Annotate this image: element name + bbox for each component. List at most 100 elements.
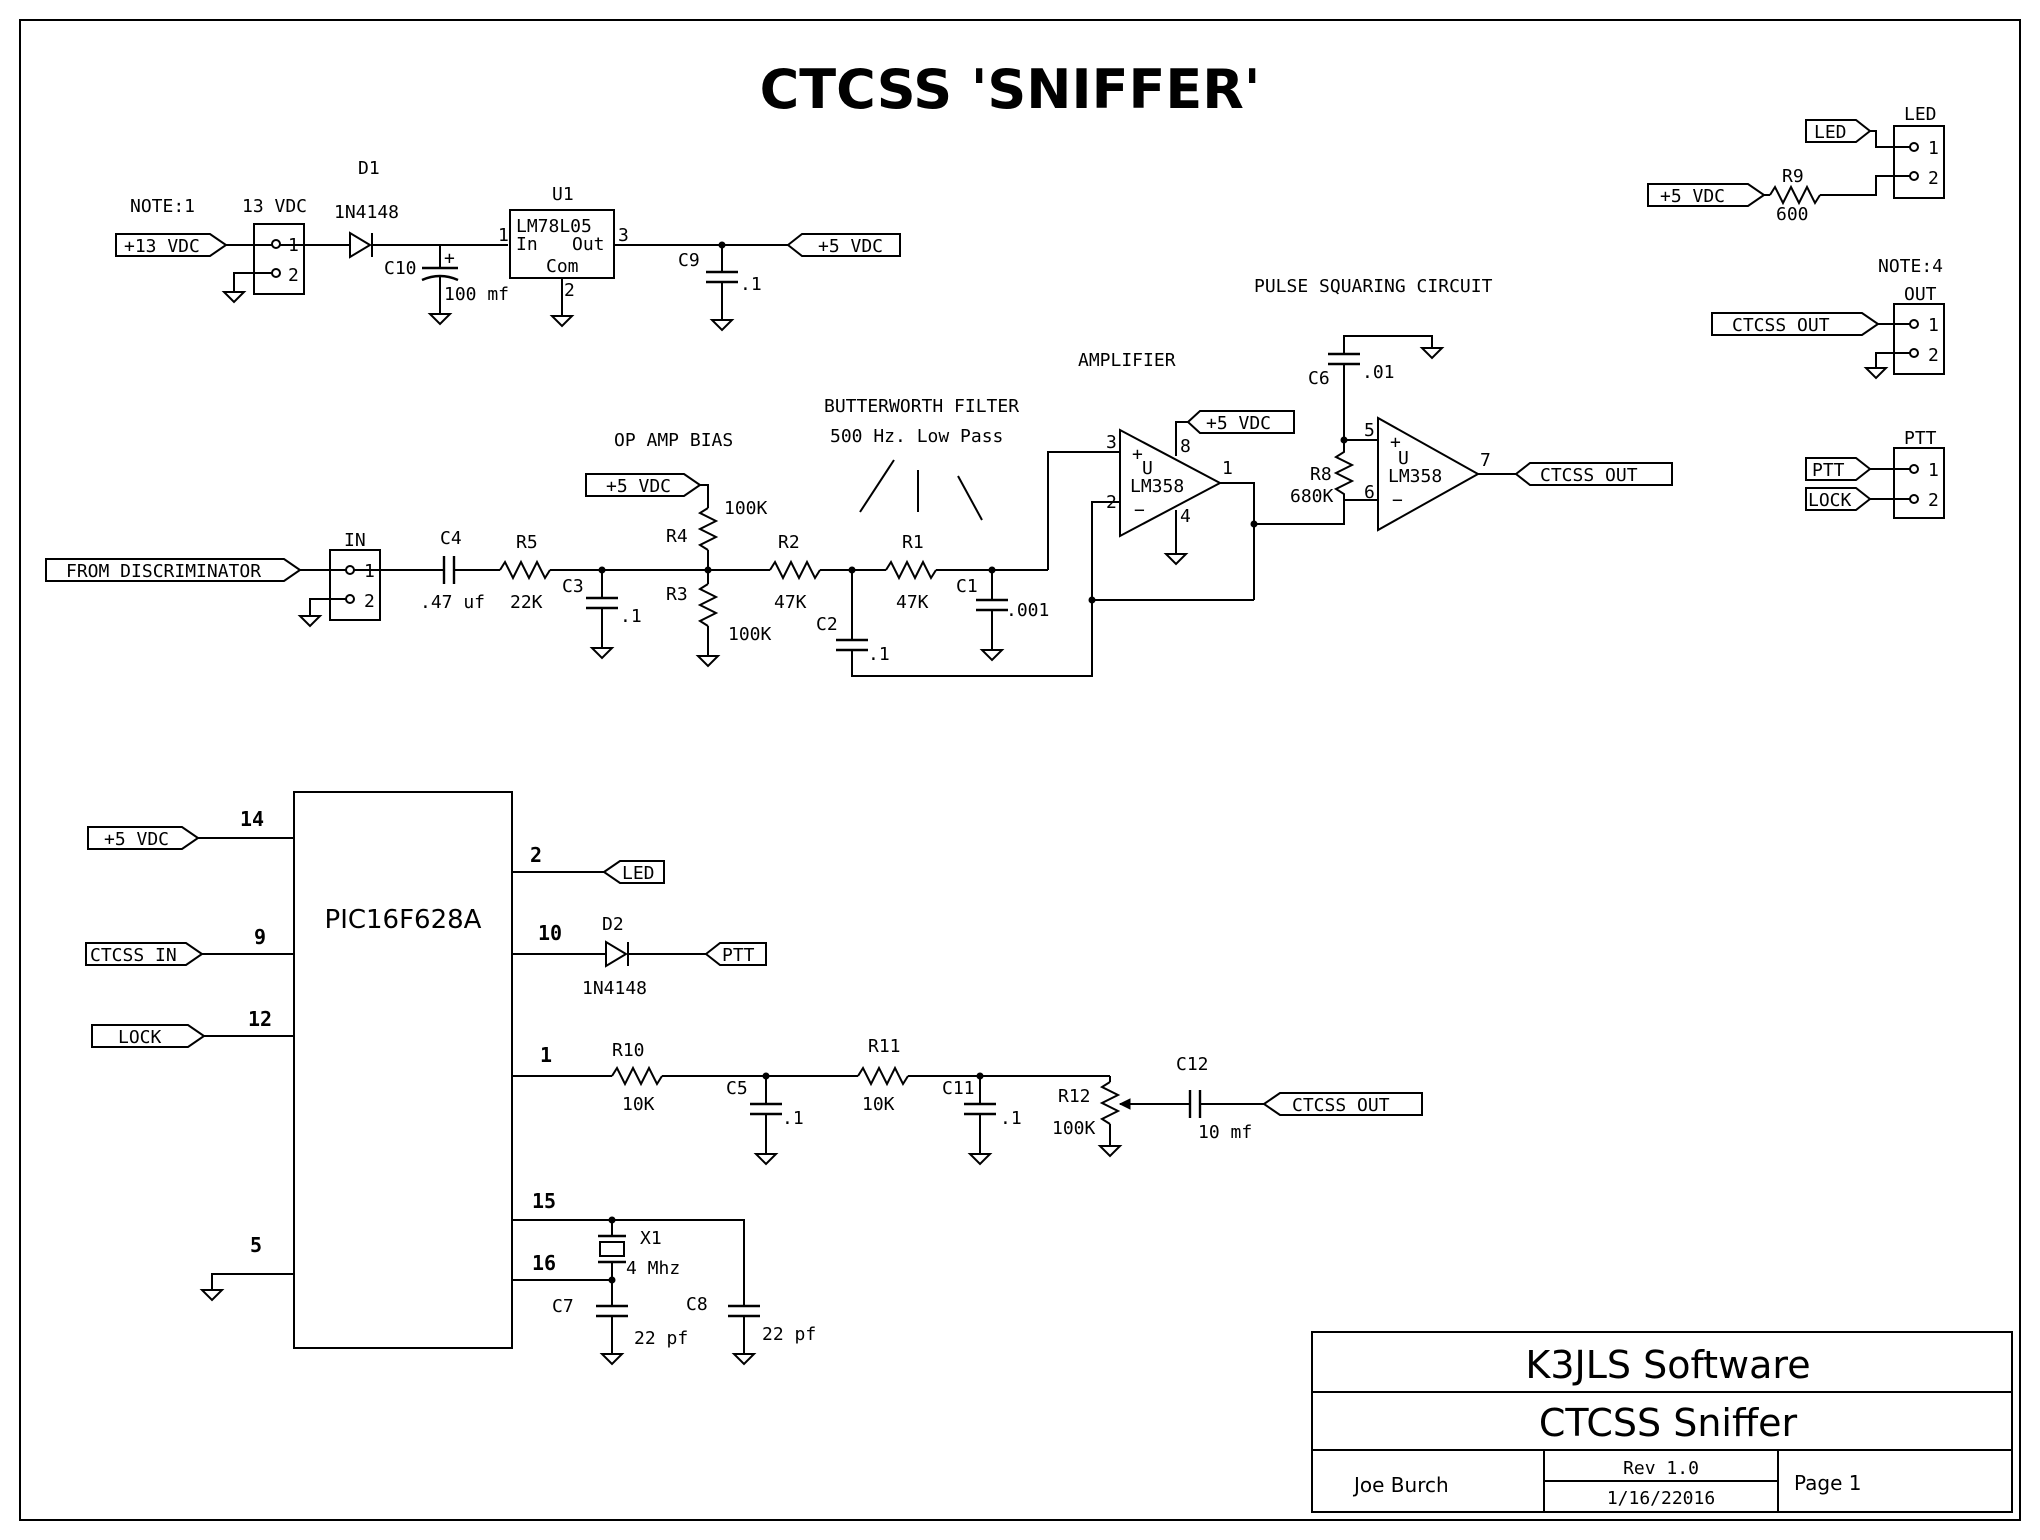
c4-ref: C4 [440,528,462,549]
section-filter-1: BUTTERWORTH FILTER [824,396,1019,417]
svg-text:LM358: LM358 [1130,476,1184,497]
svg-text:1: 1 [1928,138,1939,159]
svg-text:U: U [1398,448,1409,469]
port-from-discriminator: FROM DISCRIMINATOR [45,558,302,582]
svg-text:+: + [1132,444,1143,465]
ground-symbol [221,291,247,304]
c9-ref: C9 [678,250,700,271]
svg-text:+5 VDC: +5 VDC [104,829,169,850]
x1-value: 4 Mhz [626,1258,680,1279]
note-1-label: NOTE:1 [130,196,195,217]
c5-value: .1 [782,1108,804,1129]
d1-ref: D1 [358,158,380,179]
svg-text:2: 2 [530,843,542,867]
svg-text:14: 14 [240,807,264,831]
svg-text:LOCK: LOCK [118,1027,162,1048]
r2-value: 47K [774,592,807,613]
port-ptt-pic: PTT [704,942,767,966]
port-5vdc-led: +5 VDC [1647,183,1766,207]
port-13vdc-text: +13 VDC [124,236,200,257]
svg-text:−: − [1134,500,1145,521]
r10-ref: R10 [612,1040,645,1061]
tb-date: 1/16/22016 [1607,1488,1715,1509]
svg-text:1: 1 [1222,458,1233,479]
section-amplifier: AMPLIFIER [1078,350,1176,371]
r3-value: 100K [728,624,772,645]
svg-text:7: 7 [1480,450,1491,471]
c6-ref: C6 [1308,368,1330,389]
potentiometer-r12 [1099,1081,1121,1125]
port-lock-right: LOCK [1805,487,1872,511]
svg-text:3: 3 [618,225,629,246]
port-ptt-right: PTT [1805,457,1872,481]
svg-text:12: 12 [248,1007,272,1031]
svg-text:LED: LED [1814,122,1847,143]
tb-company: K3JLS Software [1525,1343,1810,1387]
u1-ref: U1 [552,184,574,205]
title-block: K3JLS Software CTCSS Sniffer Joe Burch R… [1311,1331,2013,1513]
svg-text:2: 2 [1928,490,1939,511]
c11-value: .1 [1000,1108,1022,1129]
opamp-squaring [1377,416,1481,532]
note-4-label: NOTE:4 [1878,256,1943,277]
sheet-border [19,19,2021,1521]
svg-text:15: 15 [532,1189,556,1213]
c12-ref: C12 [1176,1054,1209,1075]
c10-value: 100 mf [444,284,509,305]
port-lock-pic: LOCK [91,1024,206,1048]
svg-text:LM78L05: LM78L05 [516,216,592,237]
svg-text:CTCSS OUT: CTCSS OUT [1540,465,1638,486]
port-5vdc-pic: +5 VDC [87,826,200,850]
svg-text:2: 2 [1928,168,1939,189]
c1-ref: C1 [956,576,978,597]
r11-ref: R11 [868,1036,901,1057]
svg-text:1: 1 [498,225,509,246]
d2-value: 1N4148 [582,978,647,999]
section-op-amp-bias: OP AMP BIAS [614,430,733,451]
svg-text:+5 VDC: +5 VDC [1660,186,1725,207]
port-ctcss-in: CTCSS IN [85,942,204,966]
c9-value: .1 [740,274,762,295]
diode-d1 [349,231,372,259]
svg-text:−: − [1392,490,1403,511]
c5-ref: C5 [726,1078,748,1099]
crystal-x1 [599,1241,625,1257]
r11-value: 10K [862,1094,895,1115]
svg-text:LED: LED [622,863,655,884]
connector-out: 1 2 [1893,303,1945,375]
svg-text:+5 VDC: +5 VDC [1206,413,1271,434]
svg-text:CTCSS IN: CTCSS IN [90,945,177,966]
port-ctcss-out-sq: CTCSS OUT [1514,462,1673,486]
x1-ref: X1 [640,1228,662,1249]
svg-text:16: 16 [532,1251,556,1275]
conn-led-label: LED [1904,104,1937,125]
c11-ref: C11 [942,1078,975,1099]
svg-text:PIC16F628A: PIC16F628A [325,905,482,935]
svg-text:Out: Out [572,234,605,255]
svg-text:1: 1 [364,561,375,582]
connector-ptt: 1 2 [1893,447,1945,519]
r10-value: 10K [622,1094,655,1115]
r12-value: 100K [1052,1118,1096,1139]
svg-text:9: 9 [254,925,266,949]
c8-value: 22 pf [762,1324,816,1345]
c7-ref: C7 [552,1296,574,1317]
connector-in: 1 2 [329,549,381,621]
svg-text:5: 5 [250,1233,262,1257]
diode-d2 [605,940,628,968]
port-13vdc: +13 VDC [115,233,228,257]
svg-text:2: 2 [364,591,375,612]
svg-text:FROM DISCRIMINATOR: FROM DISCRIMINATOR [66,561,261,582]
r5-value: 22K [510,592,543,613]
svg-text:1: 1 [1928,315,1939,336]
svg-text:8: 8 [1180,436,1191,457]
conn-in-label: IN [344,530,366,551]
c1-value: .001 [1006,600,1049,621]
r3-ref: R3 [666,584,688,605]
section-pulse: PULSE SQUARING CIRCUIT [1254,276,1493,297]
svg-text:+5 VDC: +5 VDC [818,236,883,257]
conn-ptt-label: PTT [1904,428,1937,449]
r8-ref: R8 [1310,464,1332,485]
r8-value: 680K [1290,486,1334,507]
